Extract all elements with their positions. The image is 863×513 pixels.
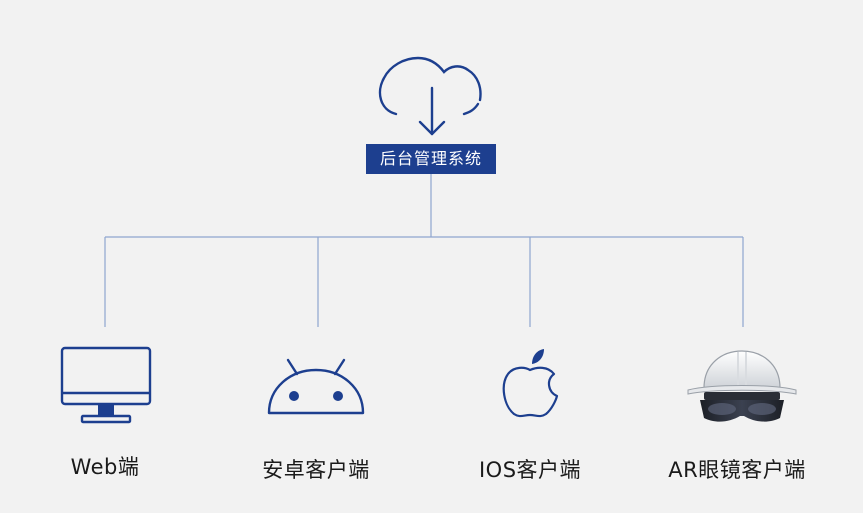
client-label-ios: IOS客户端 <box>478 458 582 482</box>
client-label-web: Web端 <box>70 455 140 479</box>
client-label-android: 安卓客户端 <box>262 458 370 482</box>
cloud-download-icon <box>378 56 482 136</box>
client-label-ar: AR眼镜客户端 <box>668 458 806 482</box>
root-node-label: 后台管理系统 <box>366 144 496 174</box>
ar-helmet-icon <box>687 350 797 422</box>
android-icon <box>267 358 365 415</box>
apple-icon <box>502 349 559 418</box>
monitor-icon <box>60 346 152 424</box>
